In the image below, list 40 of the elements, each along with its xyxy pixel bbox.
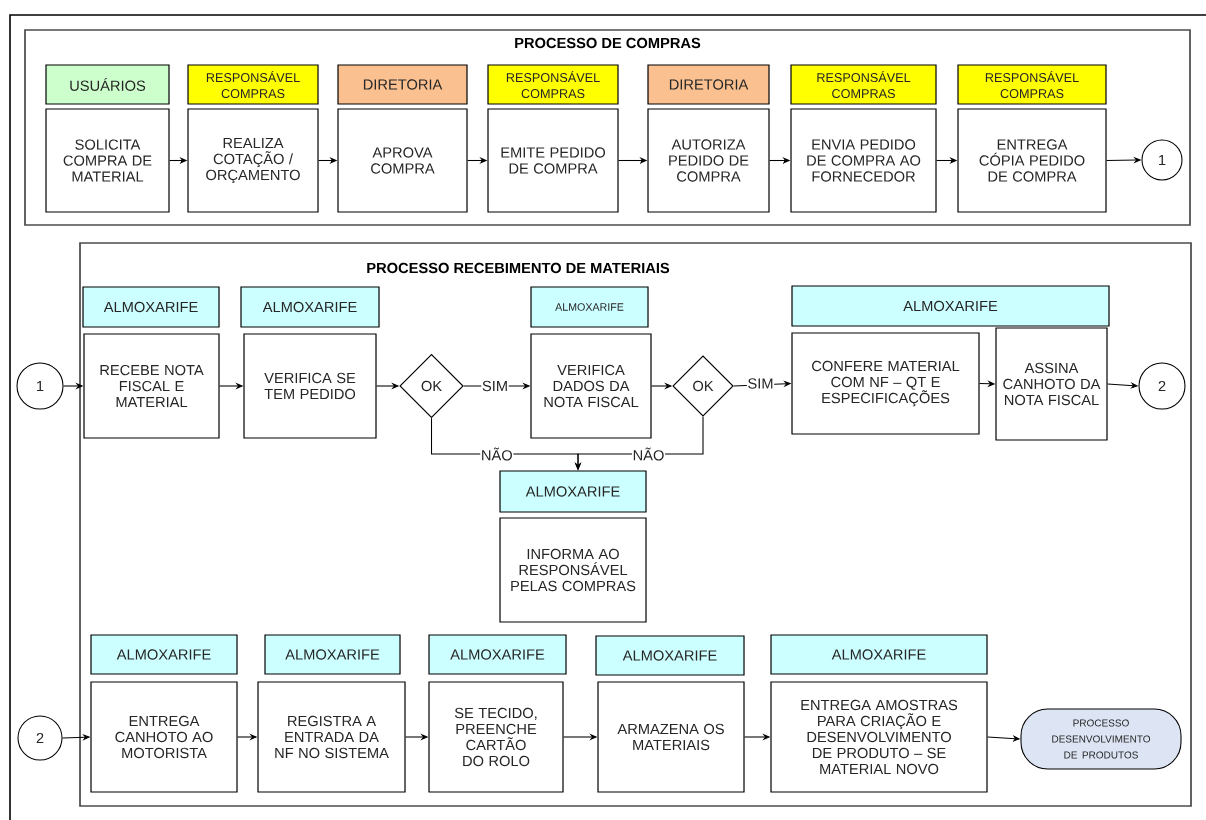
terminal-box: PROCESSO DESENVOLVIMENTO DE PRODUTOS (1020, 708, 1182, 770)
process-box: ENTREGA CANHOTO AO MOTORISTA (90, 681, 238, 793)
role-header-box: ALMOXARIFE (499, 470, 647, 513)
process-box: ARMAZENA OS MATERIAIS (597, 681, 745, 793)
edge-label: SIM (746, 377, 775, 390)
edge-label: NÃO (480, 446, 514, 462)
role-header-box: RESPONSÁVEL COMPRAS (187, 64, 319, 105)
role-header-box: USUÁRIOS (45, 64, 170, 105)
process-box: ASSINA CANHOTO DA NOTA FISCAL (995, 327, 1108, 441)
role-header-box: ALMOXARIFE (595, 635, 745, 676)
process-box: AUTORIZA PEDIDO DE COMPRA (647, 108, 770, 213)
role-header-box: ALMOXARIFE (90, 634, 238, 675)
process-box: REALIZA COTAÇÃO / ORÇAMENTO (187, 108, 319, 213)
process-box: SOLICITA COMPRA DE MATERIAL (45, 108, 170, 213)
edge-label: SIM (481, 380, 509, 392)
process-box: RECEBE NOTA FISCAL E MATERIAL (83, 333, 220, 439)
role-header-box: DIRETORIA (337, 64, 468, 105)
process-box: EMITE PEDIDO DE COMPRA (487, 108, 619, 213)
role-header-box: RESPONSÁVEL COMPRAS (957, 64, 1107, 105)
process-box: INFORMA AO RESPONSÁVEL PELAS COMPRAS (499, 517, 647, 623)
role-header-box: ALMOXARIFE (240, 286, 380, 328)
role-header-box: ALMOXARIFE (82, 286, 220, 328)
role-header-box: RESPONSÁVEL COMPRAS (487, 64, 619, 105)
role-header-box: ALMOXARIFE (770, 634, 988, 675)
role-header-box: ALMOXARIFE (530, 286, 649, 328)
process-box: ENTREGA AMOSTRAS PARA CRIAÇÃO E DESENVOLVIMENTO DE PRODUTO – SE MATERIAL NOVO (770, 681, 988, 793)
process-box: ENVIA PEDIDO DE COMPRA AO FORNECEDOR (790, 108, 937, 213)
role-header-box: DIRETORIA (647, 64, 770, 105)
process-box: ENTREGA CÓPIA PEDIDO DE COMPRA (957, 108, 1107, 213)
process-box: CONFERE MATERIAL COM NF – QT E ESPECIFICAÇÕES (791, 332, 980, 435)
role-header-box: ALMOXARIFE (791, 285, 1110, 327)
process-box: APROVA COMPRA (337, 108, 468, 213)
role-header-box: ALMOXARIFE (428, 634, 567, 675)
process-box: VERIFICA DADOS DA NOTA FISCAL (530, 333, 652, 439)
process-box: VERIFICA SE TEM PEDIDO (243, 333, 377, 439)
process-box: SE TECIDO, PREENCHE CARTÃO DO ROLO (428, 681, 564, 793)
role-header-box: ALMOXARIFE (264, 634, 401, 675)
edge-label: NÃO (631, 446, 666, 462)
role-header-box: RESPONSÁVEL COMPRAS (790, 64, 937, 105)
process-box: REGISTRA A ENTRADA DA NF NO SISTEMA (257, 681, 406, 793)
